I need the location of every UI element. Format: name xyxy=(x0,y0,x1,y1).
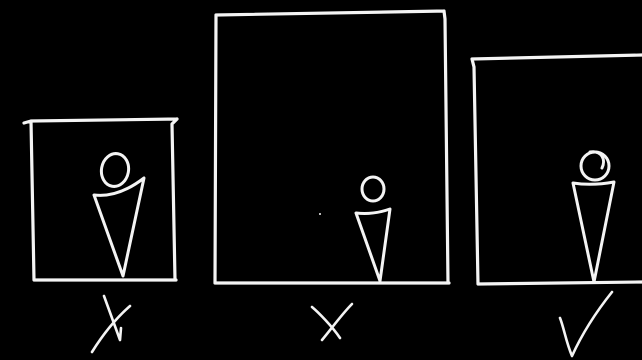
panel-3-check-mark-icon xyxy=(560,292,612,356)
panel-2-figure-icon xyxy=(356,177,390,281)
panel-3-figure-icon xyxy=(573,152,614,282)
chalk-speck xyxy=(319,213,321,215)
panel-1-cross-mark-icon xyxy=(92,296,130,352)
panel-1 xyxy=(24,119,177,352)
panel-2-frame xyxy=(215,11,449,283)
panel-1-figure-icon xyxy=(94,151,144,276)
panel-2 xyxy=(215,11,449,340)
panel-2-cross-mark-icon xyxy=(312,304,352,340)
panel-3 xyxy=(472,55,642,356)
panel-3-frame xyxy=(472,55,642,284)
panel-1-frame xyxy=(24,119,177,280)
